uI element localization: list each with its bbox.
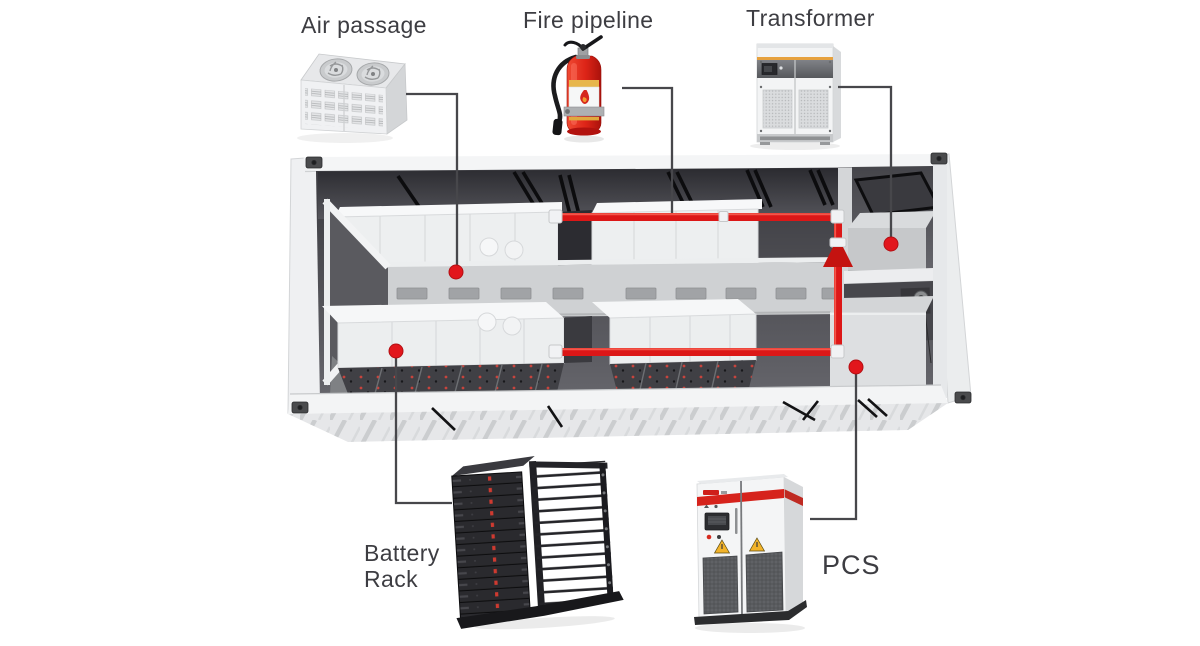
- sprinkler-nozzle: [823, 247, 853, 267]
- leader-fire-pipeline: [622, 86, 674, 213]
- front-battery-racks: [322, 299, 757, 399]
- back-battery-racks: [334, 199, 762, 271]
- fire-pipe-network: [548, 209, 853, 359]
- dot-transformer: [883, 236, 899, 252]
- fan-icon: [319, 58, 353, 82]
- corner-castings: [291, 152, 972, 414]
- dot-battery-rack: [388, 343, 404, 359]
- dot-pcs: [848, 359, 864, 375]
- warning-triangle-icon: [713, 537, 766, 554]
- label-pcs: PCS: [822, 550, 881, 580]
- transformer-cabinet-illustration: [750, 43, 841, 150]
- brand-mark: [703, 490, 719, 495]
- callout-dots: [388, 236, 899, 375]
- label-air-passage: Air passage: [301, 12, 427, 38]
- pcs-cabinet-illustration: [694, 474, 807, 633]
- underframe-braces: [431, 398, 888, 431]
- fire-extinguisher-illustration: [551, 35, 605, 143]
- hvac-unit-illustration: [297, 53, 408, 143]
- label-battery-rack: Battery Rack: [364, 540, 440, 592]
- battery-rack-illustration: [451, 456, 624, 630]
- leader-pcs: [810, 373, 858, 521]
- flame-icon: [580, 90, 590, 104]
- leader-battery-rack: [394, 357, 452, 505]
- leader-lines: [394, 85, 893, 521]
- label-fire-pipeline: Fire pipeline: [523, 7, 654, 33]
- label-transformer: Transformer: [746, 5, 875, 31]
- leader-air-passage: [406, 92, 459, 265]
- leader-transformer: [838, 85, 893, 237]
- dot-air-passage: [448, 264, 464, 280]
- fan-icon: [356, 62, 390, 86]
- container-cutaway: [287, 152, 972, 442]
